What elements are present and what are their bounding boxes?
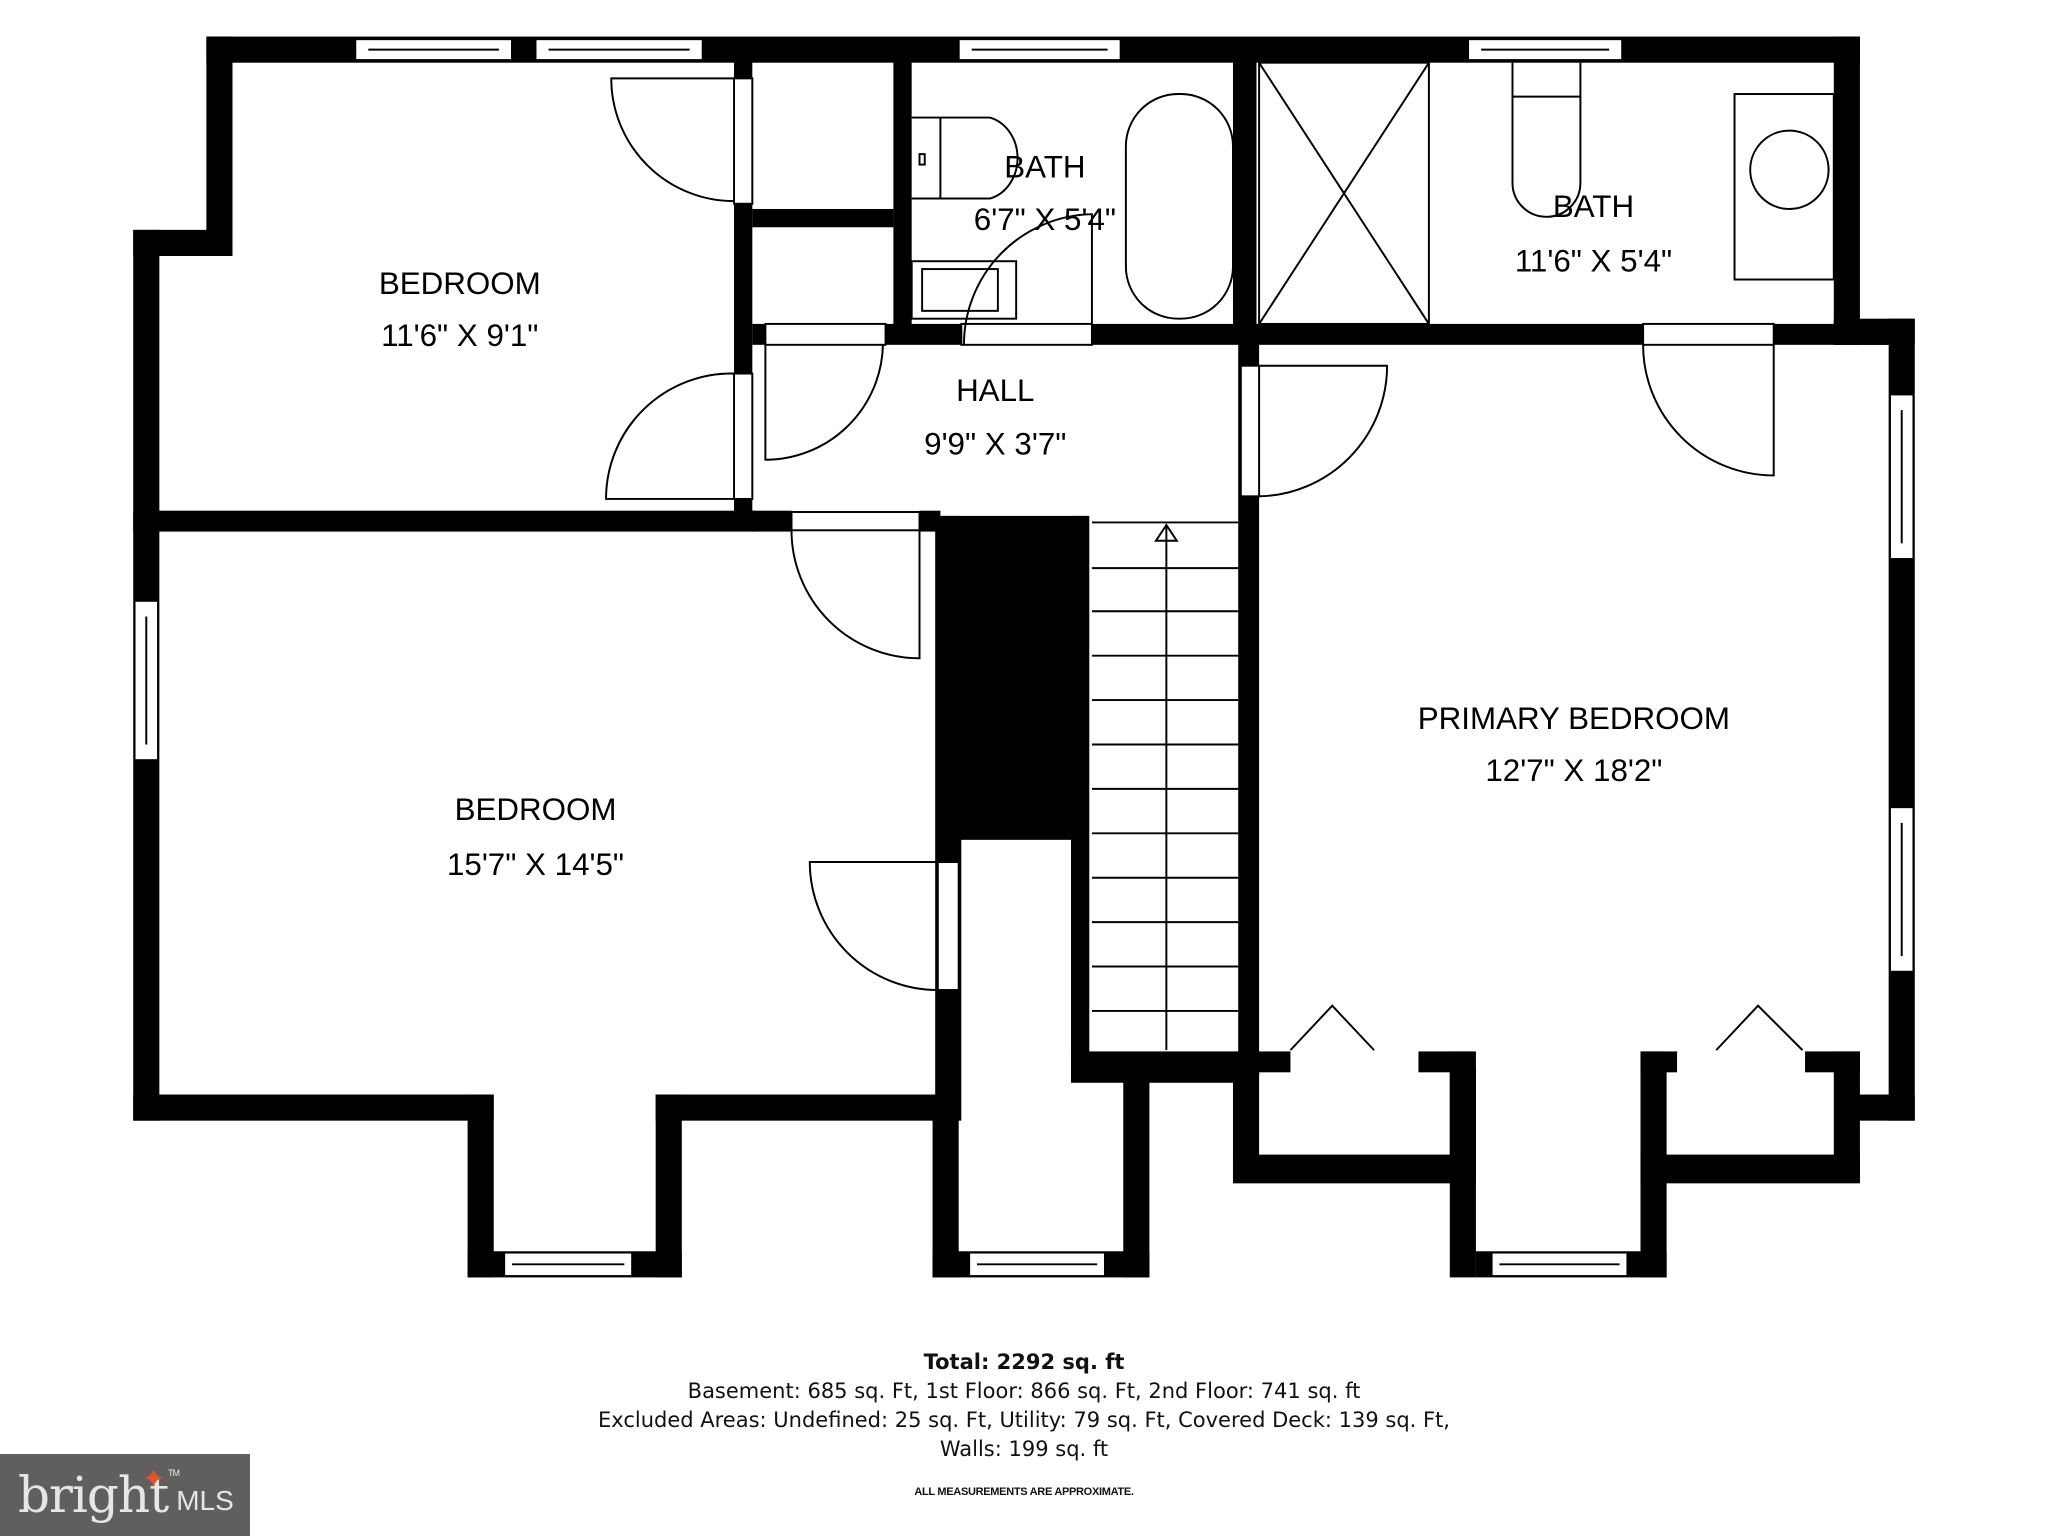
windows [133,38,1915,1278]
room-name-bath-large: BATH [1553,189,1634,224]
area-summary: Total: 2292 sq. ft Basement: 685 sq. Ft,… [0,1348,2048,1464]
room-dim-hall: 9'9" X 3'7" [924,427,1066,462]
disclaimer: ALL MEASUREMENTS ARE APPROXIMATE. [914,1486,1134,1498]
logo-wordmark: bright ✦ TM [18,1462,180,1524]
room-dim-bedroom-nw: 11'6" X 9'1" [381,318,538,353]
logo-word: bright [18,1466,169,1524]
trademark: TM [168,1468,180,1478]
total-area: Total: 2292 sq. ft [923,1350,1125,1374]
room-name-primary-bedroom: PRIMARY BEDROOM [1418,701,1730,736]
room-dim-bath-large: 11'6" X 5'4" [1515,244,1672,279]
room-dim-bedroom-sw: 15'7" X 14'5" [447,847,624,882]
bright-mls-logo: bright ✦ TM MLS [0,1454,250,1536]
walls [133,36,1915,1278]
room-name-bedroom-sw: BEDROOM [455,792,617,827]
doors [605,77,1804,1051]
staircase [1091,521,1239,1051]
room-dim-primary-bedroom: 12'7" X 18'2" [1485,753,1662,788]
room-dim-bath-small: 6'7" X 5'4" [974,202,1116,237]
excluded-areas: Excluded Areas: Undefined: 25 sq. Ft, Ut… [598,1408,1450,1432]
floor-areas: Basement: 685 sq. Ft, 1st Floor: 866 sq.… [687,1379,1361,1403]
star-icon: ✦ [142,1462,165,1495]
room-name-bedroom-nw: BEDROOM [379,266,541,301]
room-name-hall: HALL [956,373,1034,408]
logo-mls: MLS [176,1485,234,1516]
fixtures [910,61,1835,325]
walls-area: Walls: 199 sq. ft [939,1437,1109,1461]
room-name-bath-small: BATH [1004,150,1085,185]
room-labels: BEDROOM 11'6" X 9'1" BATH 6'7" X 5'4" BA… [379,150,1730,882]
